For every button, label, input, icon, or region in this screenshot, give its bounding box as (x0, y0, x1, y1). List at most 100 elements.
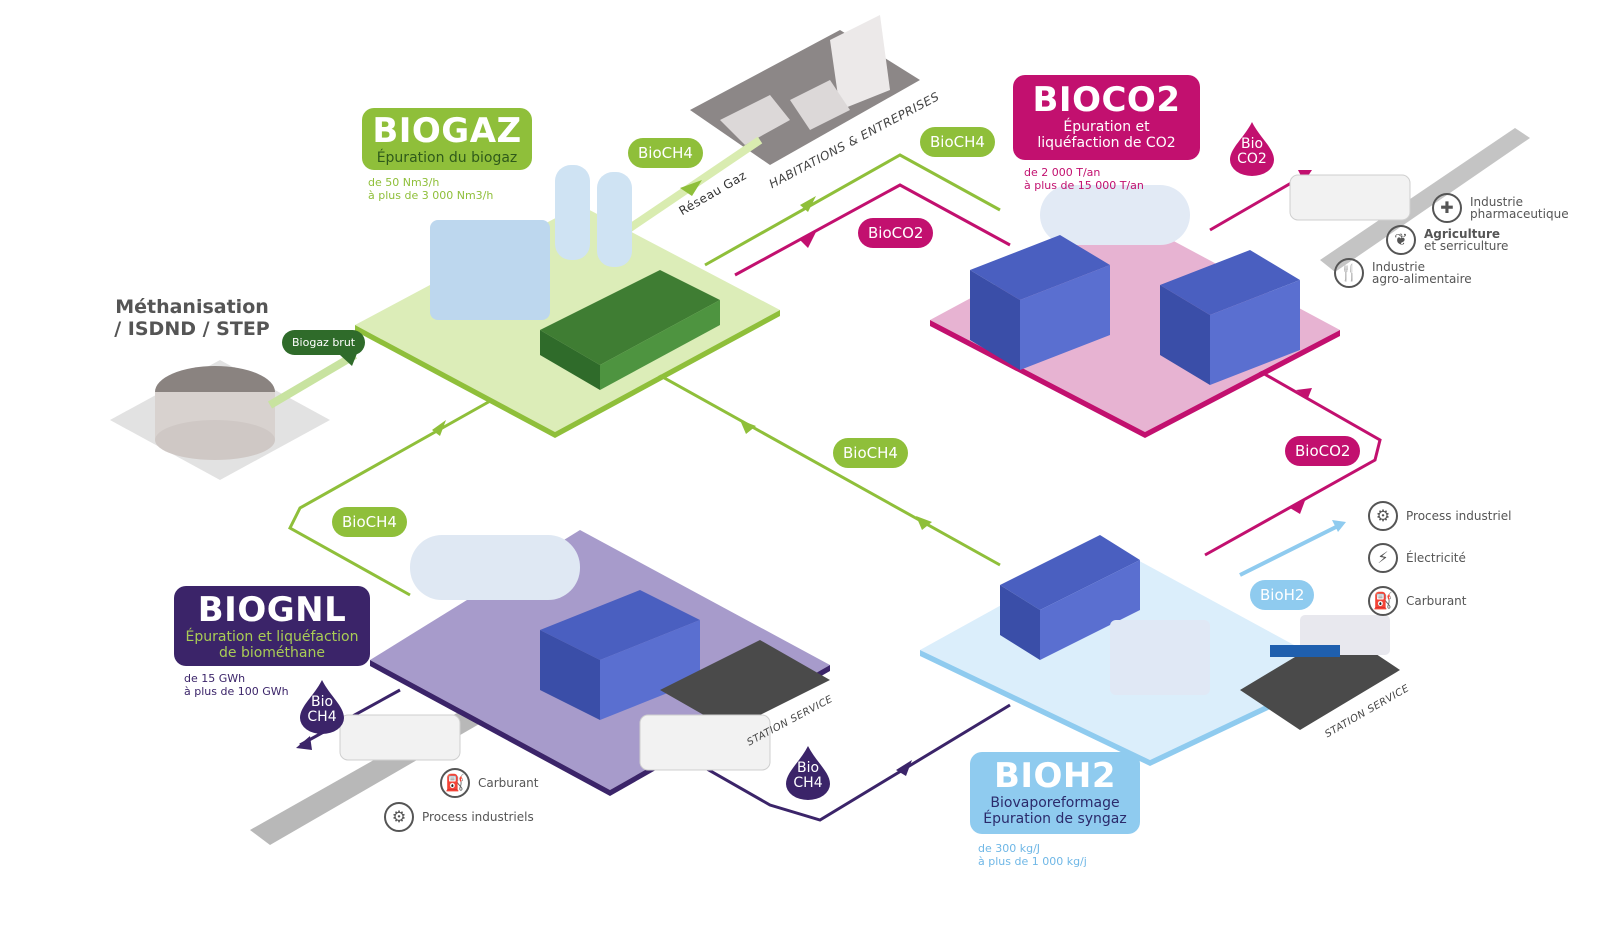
container-blue-front (1020, 265, 1110, 370)
filter-columns (430, 220, 550, 320)
arrow-head (800, 232, 816, 248)
biogaz-subtitle: Épuration du biogaz (376, 150, 518, 166)
source-title: Méthanisation / ISDND / STEP (112, 296, 272, 340)
cloud-bioch4-top: BioCH4 (920, 127, 995, 157)
container-blue-side (970, 270, 1020, 370)
container-green-front (600, 300, 720, 390)
bioco2-title: BIOCO2 (1032, 80, 1181, 120)
use-label: Carburant (1406, 594, 1467, 608)
arrow-head (296, 736, 312, 750)
container-blue-side (1160, 285, 1210, 385)
use-electricite: ⚡ Électricité (1368, 543, 1466, 573)
biognl-title-box: BIOGNL Épuration et liquéfaction de biom… (174, 586, 370, 666)
drop-bioco2-line2: CO2 (1237, 151, 1267, 167)
arrow-head (680, 180, 702, 196)
station-canopy (1270, 645, 1340, 657)
container-blue (970, 235, 1110, 300)
storage-tank (597, 172, 632, 267)
arrow-head (916, 516, 932, 530)
biognl-subtitle-2: de biométhane (219, 645, 325, 661)
use-label: Électricité (1406, 551, 1466, 565)
lightning-icon: ⚡ (1368, 543, 1398, 573)
cloud-bioch4-middle: BioCH4 (833, 438, 908, 468)
use-label: Agriculture (1424, 227, 1501, 241)
house (720, 95, 790, 145)
tanker-truck (339, 714, 461, 761)
container-green (540, 270, 720, 365)
biogaz-range-max: à plus de 3 000 Nm3/h (368, 189, 494, 202)
biognl-range: de 15 GWh à plus de 100 GWh (184, 672, 289, 698)
container-blue-side (540, 630, 600, 720)
container-blue-front (1040, 560, 1140, 660)
arrow-head (432, 420, 446, 436)
reformer-columns (1110, 620, 1210, 695)
biognl-subtitle-1: Épuration et liquéfaction (185, 629, 359, 645)
biognl-range-max: à plus de 100 GWh (184, 685, 289, 698)
bioch4-flow-right (649, 368, 1001, 567)
cutlery-icon: 🍴 (1334, 258, 1364, 288)
bioco2-subtitle-2: liquéfaction de CO2 (1037, 135, 1176, 151)
drop-bioch4-left-line1: Bio (310, 694, 334, 710)
use-carburant-gnl: ⛽ Carburant (440, 768, 539, 798)
biogaz-title-box: BIOGAZ Épuration du biogaz (362, 108, 532, 170)
bioco2-export-line (1209, 173, 1306, 232)
digester-base (155, 420, 275, 460)
use-label: et serriculture (1424, 239, 1509, 253)
biognl-platform-edge (370, 660, 610, 796)
biogaz-range-min: de 50 Nm3/h (368, 176, 440, 189)
use-carburant-h2: ⛽ Carburant (1368, 586, 1467, 616)
container-blue-front (600, 620, 700, 720)
arrow-head (896, 760, 912, 776)
use-process-industriel: ⚙ Process industriel (1368, 501, 1511, 531)
bioch4-flow-left (288, 398, 493, 597)
bioh2-subtitle-1: Biovaporeformage (990, 795, 1120, 811)
bioh2-range-max: à plus de 1 000 kg/j (978, 855, 1087, 868)
bioh2-subtitle-2: Épuration de syngaz (983, 811, 1127, 827)
container-blue-side (1000, 585, 1040, 660)
container-blue (1000, 535, 1140, 610)
source-title-line2: / ISDND / STEP (114, 318, 270, 340)
container-blue-front (1210, 280, 1300, 385)
cloud-bioco2-top: BioCO2 (858, 218, 934, 248)
use-label: agro-alimentaire (1372, 272, 1472, 286)
drop-bioch4-bottom-line1: Bio (796, 760, 820, 776)
arrow-head (800, 196, 816, 212)
bioh2-export-line (1239, 523, 1341, 577)
cross-icon: ✚ (1432, 193, 1462, 223)
drop-bioch4-left-line2: CH4 (307, 709, 337, 725)
container-blue (1160, 250, 1300, 315)
use-label: Process industriel (1406, 509, 1512, 523)
storage-tank (555, 165, 590, 260)
drop-bioch4-bottom-line2: CH4 (793, 775, 823, 791)
biogaz-platform-edge (355, 325, 555, 438)
container-blue (540, 590, 700, 660)
bioco2-platform-edge (1145, 330, 1340, 438)
biognl-title: BIOGNL (197, 590, 347, 630)
arrow-head (1290, 498, 1306, 514)
bioco2-platform-edge (930, 320, 1145, 438)
lng-tank (410, 535, 580, 600)
biognl-range-min: de 15 GWh (184, 672, 246, 685)
bioco2-flow-top (734, 183, 1011, 277)
bioco2-range-max: à plus de 15 000 T/an (1024, 179, 1144, 192)
arrow-head (1296, 388, 1312, 398)
gear-icon: ⚙ (1368, 501, 1398, 531)
co2-tank (1040, 185, 1190, 245)
arrow-head (1332, 520, 1346, 532)
bioh2-title-box: BIOH2 Biovaporeformage Épuration de syng… (970, 752, 1140, 834)
biogaz-title: BIOGAZ (372, 111, 522, 151)
tanker-truck (1289, 174, 1411, 221)
cloud-bioh2: BioH2 (1250, 580, 1315, 610)
drop-icon (1230, 122, 1274, 176)
cloud-bioch4-left: BioCH4 (332, 507, 407, 537)
bioco2-subtitle-1: Épuration et (1063, 119, 1150, 135)
plant-icon: ❦ (1386, 225, 1416, 255)
drop-bioco2-line1: Bio (1240, 136, 1264, 152)
bioco2-title-box: BIOCO2 Épuration et liquéfaction de CO2 (1013, 75, 1200, 160)
station-service-ground (660, 640, 830, 730)
house (790, 80, 850, 130)
cloud-biogaz-brut: Biogaz brut (282, 330, 366, 355)
